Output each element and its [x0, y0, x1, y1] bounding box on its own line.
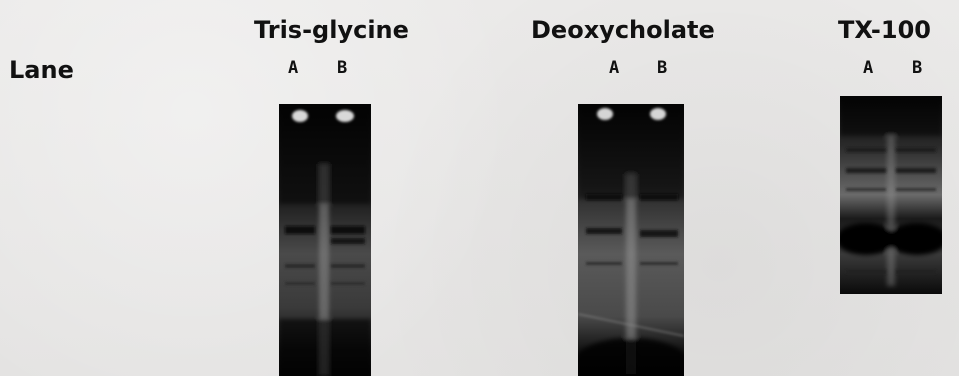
lane-label-deoxy-a: A — [609, 58, 620, 78]
panel-title-deoxycholate: Deoxycholate — [531, 16, 715, 44]
gel-image-tx-100 — [840, 96, 942, 294]
lane-label-tris-b: B — [337, 58, 348, 78]
lane-label-deoxy-b: B — [657, 58, 668, 78]
gel-strip-tris-glycine — [279, 104, 371, 376]
gel-image-tris-glycine — [279, 104, 371, 376]
lane-label-tx-a: A — [863, 58, 874, 78]
panel-title-tx-100: TX-100 — [838, 16, 931, 44]
lane-row-label: Lane — [9, 56, 74, 84]
gel-image-deoxycholate — [578, 104, 684, 376]
gel-strip-deoxycholate — [578, 104, 684, 376]
gel-strip-tx-100 — [840, 96, 942, 294]
panel-title-tris-glycine: Tris-glycine — [254, 16, 409, 44]
lane-label-tx-b: B — [912, 58, 923, 78]
lane-label-tris-a: A — [288, 58, 299, 78]
